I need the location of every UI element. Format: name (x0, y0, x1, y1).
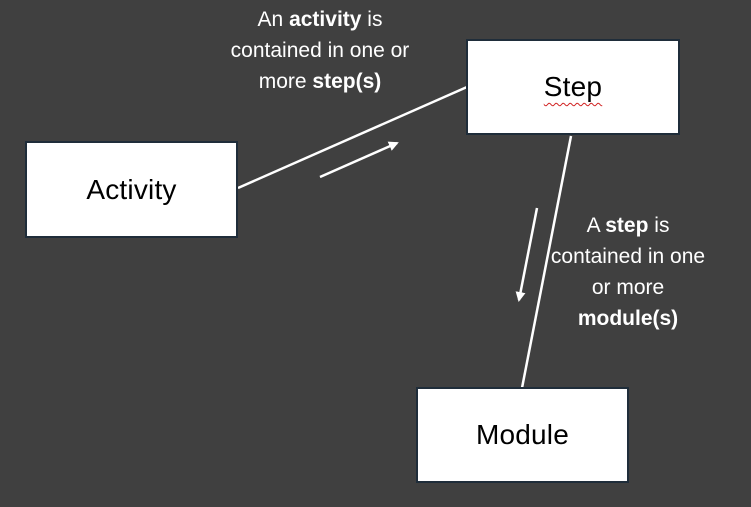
step-node[interactable]: Step (466, 39, 680, 135)
connector-activity-step (237, 85, 468, 190)
caption-prefix: A (586, 214, 606, 237)
arrow-step-to-module-icon (515, 207, 539, 302)
caption-object: module(s) (577, 307, 679, 330)
arrow-activity-to-step-icon (319, 141, 399, 179)
activity-node-label: Activity (86, 173, 177, 205)
activity-node[interactable]: Activity (25, 141, 238, 238)
caption-prefix: An (257, 8, 290, 31)
activity-step-relation-caption: An activity is contained in one or more … (230, 4, 410, 97)
module-node[interactable]: Module (416, 387, 629, 483)
step-module-relation-caption: A step is contained in one or more modul… (548, 210, 708, 334)
caption-subject: step (605, 214, 649, 237)
connector-step-module (520, 135, 573, 389)
module-node-label: Module (475, 419, 570, 450)
caption-object: step(s) (312, 70, 382, 93)
caption-subject: activity (289, 8, 362, 31)
caption-middle: is contained in one or more (230, 8, 410, 93)
step-node-label: Step (543, 71, 603, 102)
caption-middle: is contained in one or more (550, 214, 706, 299)
